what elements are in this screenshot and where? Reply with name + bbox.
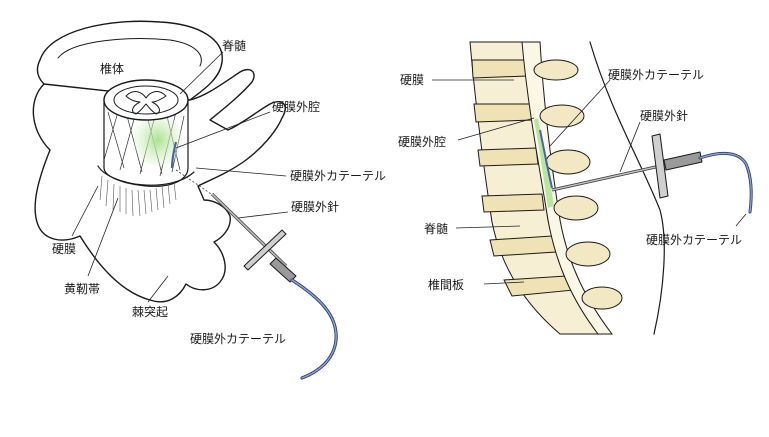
epidural-needle-wings	[243, 229, 287, 271]
label-spinal-cord-right: 脊髄	[424, 221, 448, 236]
epidural-space-right-highlight	[534, 118, 554, 208]
label-intervertebral-disc: 椎間板	[428, 277, 464, 292]
label-spinous-process: 棘突起	[132, 304, 168, 319]
label-dura-right: 硬膜	[400, 73, 424, 87]
epidural-needle-right-wing	[651, 133, 669, 199]
label-epidural-needle-left: 硬膜外針	[291, 199, 339, 214]
label-epidural-catheter-bottom: 硬膜外カテーテル	[190, 332, 286, 346]
left-vertebra-illustration	[32, 20, 338, 380]
epidural-catheter-left	[290, 278, 338, 380]
posterior-elements	[533, 59, 623, 310]
vertebral-bodies	[471, 59, 575, 297]
grey-matter	[125, 91, 167, 115]
ligamentum-flavum-band	[97, 165, 195, 186]
epidural-catheter-right-tail	[698, 152, 753, 214]
epidural-needle-right-hub	[663, 151, 703, 171]
epidural-needle-hub	[269, 257, 297, 283]
label-epidural-catheter-right-bottom: 硬膜外カテーテル	[646, 233, 742, 247]
label-epidural-space-right: 硬膜外腔	[398, 134, 446, 149]
catheter-tip-left	[170, 141, 178, 169]
epidural-space-highlight	[134, 114, 182, 166]
label-vertebral-body: 椎体	[100, 61, 124, 76]
right-leader-lines	[432, 79, 747, 285]
label-dura-left: 硬膜	[52, 242, 76, 256]
label-epidural-catheter-right-top: 硬膜外カテーテル	[608, 68, 704, 82]
left-leader-lines	[71, 51, 289, 303]
label-ligamentum-flavum: 黄靭帯	[64, 282, 100, 296]
catheter-in-canal	[539, 129, 553, 189]
vertebral-body-inner	[57, 38, 202, 67]
ligamentum-flavum-fibers	[99, 175, 177, 217]
label-spinal-cord-left: 脊髄	[222, 38, 246, 53]
label-epidural-needle-right: 硬膜外針	[640, 108, 688, 123]
label-epidural-catheter-left: 硬膜外カテーテル	[290, 169, 386, 183]
right-spine-sagittal	[469, 41, 753, 335]
back-skin-line	[589, 41, 665, 335]
spinal-cord-cross-section	[113, 85, 179, 115]
label-epidural-space-left: 硬膜外腔	[272, 99, 320, 114]
